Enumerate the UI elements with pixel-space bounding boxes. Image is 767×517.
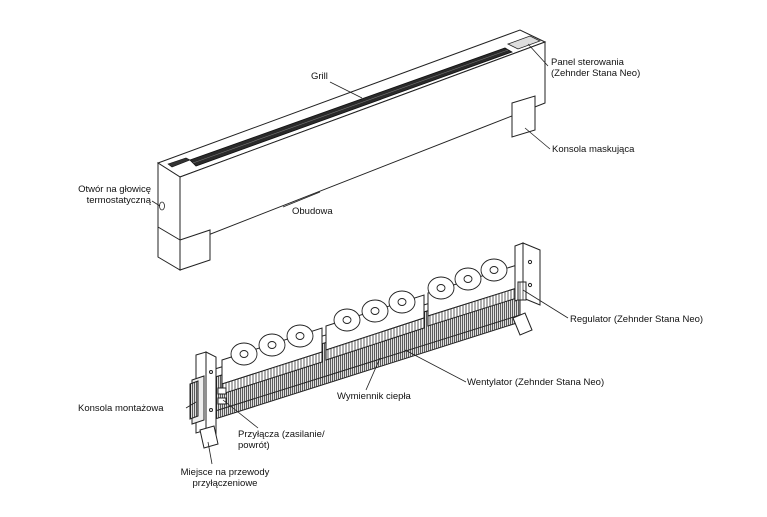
fan [388, 290, 416, 314]
bottom-rail [212, 315, 520, 412]
fans [230, 258, 508, 366]
fan [427, 276, 455, 300]
label-heat-exchanger: Wymiennik ciepła [337, 391, 411, 402]
label-thermostat-hole-line2: termostatyczną [86, 195, 151, 206]
fan [258, 333, 286, 357]
label-connections: Przyłącza (zasilanie/ powrót) [238, 429, 325, 451]
label-thermostat-hole-line1: Otwór na głowicę [78, 184, 151, 195]
fan [333, 308, 361, 332]
connection-pipe [218, 398, 226, 404]
label-control-panel: Panel sterowania (Zehnder Stana Neo) [551, 57, 640, 79]
label-masking-console: Konsola maskująca [552, 144, 635, 155]
label-cable-space-line2: przyłączeniowe [192, 478, 258, 489]
control-panel [508, 36, 540, 49]
label-control-panel-line1: Panel sterowania [551, 57, 624, 68]
left-foot-side [158, 227, 180, 270]
thermostat-hole [159, 201, 165, 211]
label-cable-space-line1: Miejsce na przewody [180, 467, 270, 478]
fan [230, 342, 258, 366]
label-control-panel-line2: (Zehnder Stana Neo) [551, 68, 641, 79]
right-masking-console [512, 96, 535, 137]
label-cable-space: Miejsce na przewody przyłączeniowe [170, 467, 280, 489]
grill-line [193, 50, 508, 163]
fan [480, 258, 508, 282]
label-connections-line2: powrót) [238, 440, 270, 451]
label-connections-line1: Przyłącza (zasilanie/ [238, 429, 325, 440]
label-mounting-console: Konsola montażowa [78, 403, 164, 414]
housing-unit [158, 30, 545, 270]
label-thermostat-hole: Otwór na głowicę termostatyczną [55, 184, 151, 206]
left-mounting-bracket [190, 352, 226, 448]
top-left-strip [168, 158, 190, 167]
chassis-unit [190, 243, 540, 448]
fan [454, 267, 482, 291]
connection-pipe [218, 388, 226, 394]
label-fan: Wentylator (Zehnder Stana Neo) [467, 377, 605, 388]
fan [361, 299, 389, 323]
right-mounting-bracket [513, 243, 540, 335]
leader-lines [152, 44, 568, 464]
label-regulator: Regulator (Zehnder Stana Neo) [570, 314, 704, 325]
label-housing: Obudowa [292, 206, 333, 217]
fan [286, 324, 314, 348]
label-grill: Grill [311, 71, 328, 82]
